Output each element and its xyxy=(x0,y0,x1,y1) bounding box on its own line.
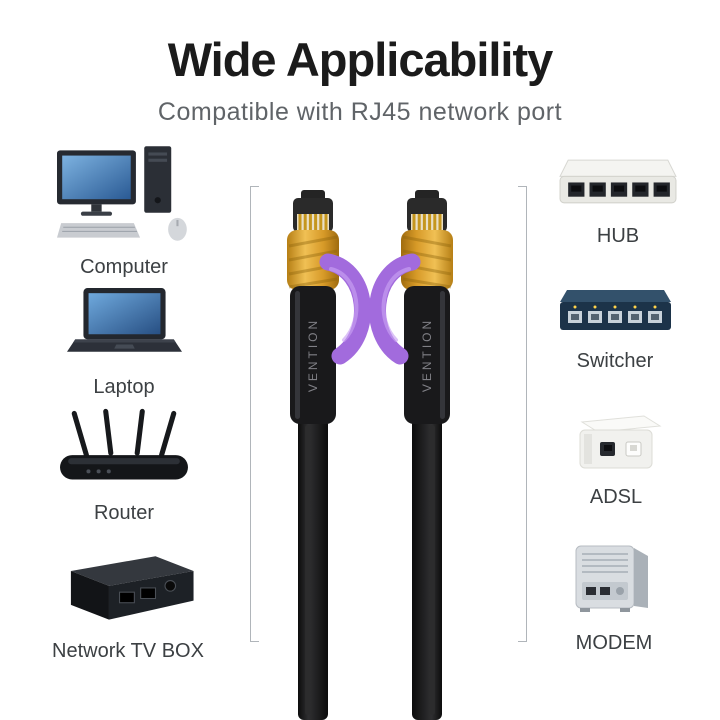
hub-icon xyxy=(558,158,678,216)
laptop-icon xyxy=(66,288,182,367)
device-label: ADSL xyxy=(589,486,643,508)
computer-icon xyxy=(56,146,192,247)
right-connector-line xyxy=(518,186,527,642)
device-label: Network TV BOX xyxy=(52,640,204,662)
adsl-icon xyxy=(566,414,666,477)
switcher-icon xyxy=(558,288,673,341)
ethernet-cable-left: VENTION xyxy=(268,190,388,720)
device-label: Computer xyxy=(80,256,168,278)
rj45-connector-icon xyxy=(287,190,371,720)
device-laptop: Laptop xyxy=(44,288,204,399)
router-icon xyxy=(58,408,190,493)
device-switcher: Switcher xyxy=(550,288,680,373)
device-router: Router xyxy=(36,408,212,525)
cable-brand-text: VENTION xyxy=(420,318,434,392)
device-computer: Computer xyxy=(34,146,214,279)
modem-icon xyxy=(562,542,666,623)
device-adsl: ADSL xyxy=(556,414,676,509)
page-subtitle: Compatible with RJ45 network port xyxy=(157,98,563,126)
device-label: MODEM xyxy=(575,632,653,654)
device-label: Router xyxy=(93,502,155,524)
device-hub: HUB xyxy=(548,158,688,248)
tv-box-icon xyxy=(58,552,198,631)
page-title: Wide Applicability xyxy=(167,33,554,86)
device-modem: MODEM xyxy=(552,542,676,655)
device-label: Laptop xyxy=(93,376,155,398)
left-connector-line xyxy=(250,186,259,642)
device-label: HUB xyxy=(596,225,640,247)
cable-brand-text: VENTION xyxy=(306,318,320,392)
rj45-connector-icon xyxy=(369,190,453,720)
device-label: Switcher xyxy=(576,350,654,372)
ethernet-cable-right: VENTION xyxy=(352,190,472,720)
device-network-tv-box: Network TV BOX xyxy=(28,552,228,663)
